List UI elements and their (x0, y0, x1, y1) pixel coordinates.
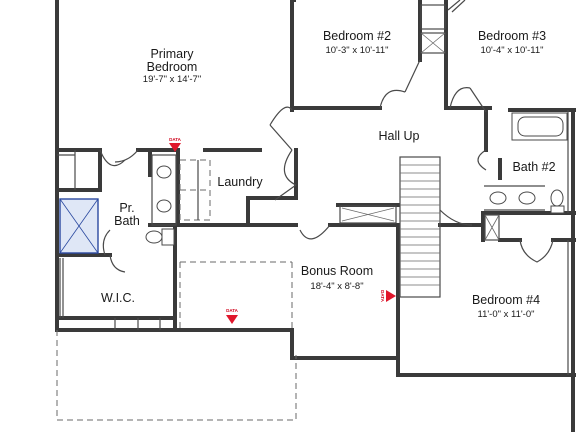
room-dimensions: 11'-0" x 11'-0" (477, 309, 534, 320)
room-name: Pr. (119, 201, 134, 215)
data-marker-label: DATA (226, 308, 239, 313)
data-marker: DATA (169, 137, 182, 152)
room-name: W.I.C. (101, 291, 135, 305)
room-name: Bath (114, 214, 140, 228)
room-dimensions: 10'-4" x 10'-11" (480, 45, 543, 56)
room-name: Bedroom #3 (478, 29, 546, 43)
data-marker-label: DATA (169, 137, 182, 142)
data-marker-label: DATA (380, 290, 385, 303)
room-bedroom-3: Bedroom #3 10'-4" x 10'-11" (478, 29, 546, 56)
room-name: Bedroom #2 (323, 29, 391, 43)
room-wic: W.I.C. (101, 291, 135, 305)
sink (518, 191, 536, 205)
fixtures (59, 112, 568, 254)
sink (156, 165, 172, 179)
data-marker-triangle (169, 143, 181, 152)
sink (156, 199, 172, 213)
room-name: Hall Up (379, 129, 420, 143)
toilet (550, 189, 564, 207)
room-name: Bedroom (147, 60, 198, 74)
detail-lines (56, 0, 569, 421)
data-marker-triangle (226, 315, 238, 324)
room-bath-2: Bath #2 (512, 160, 555, 174)
room-name: Bedroom #4 (472, 293, 540, 307)
walls (55, 0, 576, 432)
room-primary-bedroom: Primary Bedroom 19'-7" x 14'-7" (143, 47, 201, 85)
room-dimensions: 19'-7" x 14'-7" (143, 74, 201, 85)
room-pr-bath: Pr. Bath (114, 201, 140, 228)
room-dimensions: 18'-4" x 8'-8" (310, 281, 363, 292)
data-marker: DATA (226, 308, 239, 324)
room-laundry: Laundry (217, 175, 263, 189)
sink (489, 191, 507, 205)
toilet (145, 230, 163, 244)
data-marker: DATA (380, 290, 396, 303)
room-name: Primary (150, 47, 194, 61)
room-name: Bonus Room (301, 264, 373, 278)
room-hall: Hall Up (379, 129, 420, 143)
room-bonus: Bonus Room 18'-4" x 8'-8" (301, 264, 373, 292)
data-marker-triangle (386, 290, 396, 302)
room-bedroom-4: Bedroom #4 11'-0" x 11'-0" (472, 293, 540, 320)
room-name: Laundry (217, 175, 263, 189)
doors (99, 59, 554, 273)
room-name: Bath #2 (512, 160, 555, 174)
room-bedroom-2: Bedroom #2 10'-3" x 10'-11" (323, 29, 391, 56)
room-dimensions: 10'-3" x 10'-11" (325, 45, 388, 56)
